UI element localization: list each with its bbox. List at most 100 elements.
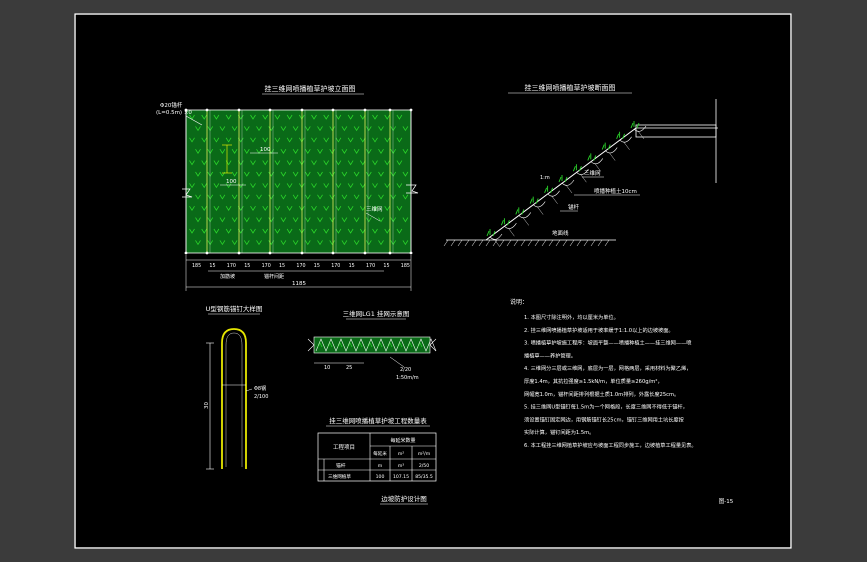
grass-mark — [353, 126, 360, 132]
grass-mark — [378, 148, 384, 154]
spacing-label: 170 — [366, 263, 375, 269]
net-grass — [327, 342, 333, 348]
anchor-detail-title: U型钢筋锚钉大样图 — [206, 304, 263, 313]
grass-mark — [365, 126, 372, 132]
grass-mark — [207, 217, 214, 223]
notes: 说明： 1. 本图尺寸除注明外，均以厘米为单位。2. 挂三维网喷播植草护坡适用于… — [510, 298, 697, 449]
table-row1-c1: m — [378, 464, 383, 469]
spacing-label: 15 — [279, 263, 285, 269]
table-sub-3: m²/m — [418, 451, 431, 457]
hatch-mark — [520, 239, 526, 247]
grass-mark — [243, 194, 250, 200]
grass-mark — [323, 228, 330, 234]
table-title: 挂三维网喷播植草护坡工程数量表 — [329, 416, 427, 425]
grass-mark — [335, 137, 342, 143]
grass-mark — [353, 240, 360, 246]
grass-mark — [213, 228, 220, 234]
grass-mark — [396, 160, 403, 166]
grass-mark — [189, 137, 195, 143]
grass-mark — [372, 205, 378, 211]
hatch-mark — [506, 239, 512, 247]
break-symbol-left — [182, 188, 193, 198]
grass-mark — [250, 228, 256, 234]
hatch-mark — [569, 239, 575, 247]
anchor-point — [184, 251, 188, 255]
grass-mark — [207, 240, 214, 246]
grass-mark — [378, 217, 384, 223]
grass-mark — [262, 137, 269, 143]
grass-mark — [384, 183, 391, 189]
grass-mark — [353, 148, 360, 154]
grass-mark — [274, 183, 281, 189]
anchor-point — [300, 108, 304, 112]
grass-mark — [286, 183, 293, 189]
hatch-mark — [555, 239, 561, 247]
grass-mark — [213, 137, 220, 143]
table-row2-c3: 85/35.5 — [415, 474, 433, 480]
grass-mark — [311, 114, 317, 120]
grass-mark — [225, 137, 232, 143]
hatch-mark — [450, 239, 456, 247]
grass-mark — [292, 148, 299, 154]
slope-anchor — [637, 130, 645, 140]
net-grass — [357, 342, 363, 348]
grass-mark — [384, 137, 391, 143]
grass-mark — [390, 217, 397, 223]
grass-mark — [396, 137, 403, 143]
net-grass — [377, 342, 383, 348]
net-detail: 三维网LG1 挂网示意图 10 25 2/20 1:50m/m — [307, 309, 437, 381]
hatch-mark — [527, 239, 533, 247]
grass-mark — [341, 240, 348, 246]
grass-mark — [243, 217, 250, 223]
table-row2-item: 三维网植草 — [328, 473, 351, 480]
net-arc — [633, 125, 647, 132]
grass-mark — [365, 240, 372, 246]
table-header-item: 工程项目 — [333, 443, 355, 451]
table-sub-1: 每延米 — [373, 450, 387, 457]
grass-mark — [243, 240, 250, 246]
grass-mark — [317, 240, 323, 246]
grass-mark — [378, 126, 384, 132]
hatch-mark — [548, 239, 554, 247]
section-ground-label: 地面线 — [552, 229, 569, 237]
net-arc — [518, 212, 532, 219]
anchor-point — [300, 251, 304, 255]
slope-grass — [515, 207, 525, 215]
slope-anchor — [551, 195, 558, 204]
net-arc — [619, 136, 632, 143]
grass-mark — [341, 148, 348, 154]
grass-mark — [262, 183, 269, 189]
spacing-label: 15 — [244, 263, 250, 269]
drawing-sheet: 挂三维网喷播植草护坡立面图 Φ20锚杆 (L=0.5m) ×0 100 10 — [74, 13, 792, 549]
grass-mark — [402, 240, 409, 246]
grass-mark — [207, 126, 214, 132]
spacing-label: 170 — [227, 263, 236, 269]
anchor-callout-line2: (L=0.5m) ×0 — [156, 110, 192, 116]
grass-mark — [378, 171, 384, 177]
grass-mark — [292, 126, 299, 132]
drawing-canvas: 挂三维网喷播植草护坡立面图 Φ20锚杆 (L=0.5m) ×0 100 10 — [74, 13, 792, 549]
sheet-number: 图-15 — [719, 497, 734, 505]
grass-mark — [329, 240, 336, 246]
grass-mark — [262, 228, 269, 234]
grass-mark — [219, 148, 226, 154]
grass-mark — [195, 126, 201, 132]
grass-mark — [317, 126, 323, 132]
grass-mark — [341, 126, 348, 132]
grass-mark — [250, 205, 256, 211]
grass-mark — [329, 217, 336, 223]
grass-mark — [250, 160, 256, 166]
grass-mark — [335, 160, 342, 166]
grass-mark — [402, 217, 409, 223]
grass-mark — [292, 171, 299, 177]
net-detail-title: 三维网LG1 挂网示意图 — [343, 309, 410, 318]
grass-mark — [231, 194, 238, 200]
section-soil-label: 喷播种植土10cm — [594, 187, 637, 195]
grass-mark — [347, 160, 354, 166]
table-header-qty: 每延米数量 — [390, 437, 415, 444]
grass-mark — [402, 194, 409, 200]
grass-mark — [231, 217, 238, 223]
spacing-label: 185 — [401, 263, 410, 269]
grass-mark — [353, 171, 360, 177]
